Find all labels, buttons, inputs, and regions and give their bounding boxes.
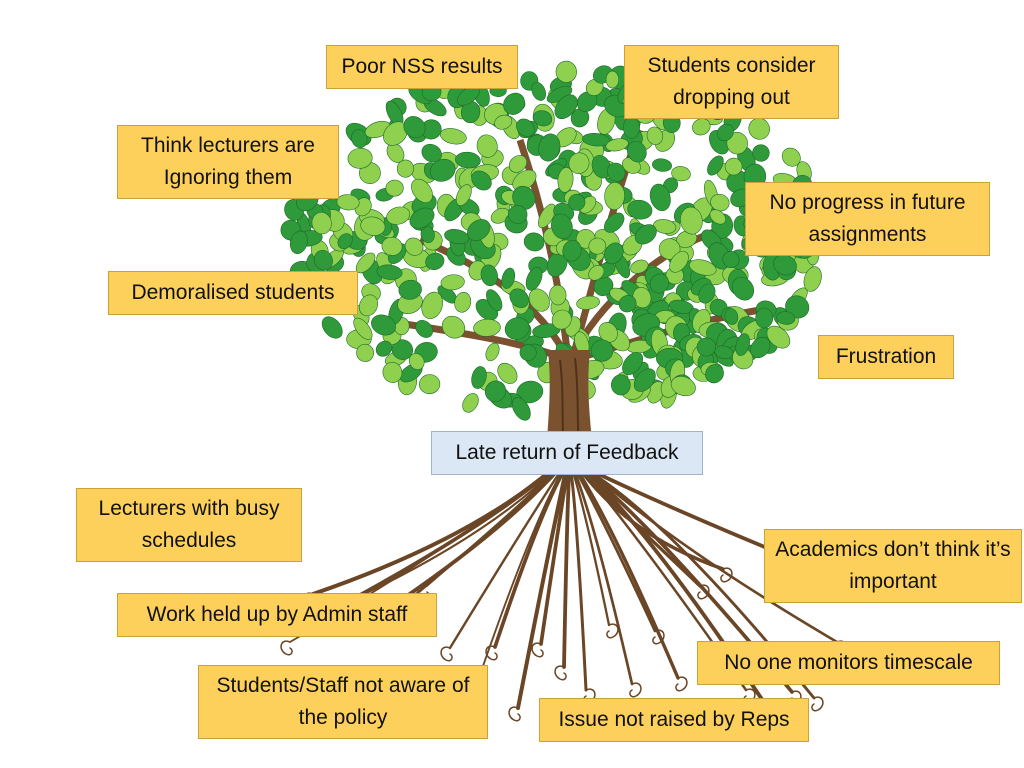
cause-not-aware: Students/Staff not aware of the policy	[198, 665, 488, 739]
cause-reps: Issue not raised by Reps	[539, 698, 809, 742]
cause-not-aware-text: Students/Staff not aware of the policy	[216, 674, 470, 729]
core-problem-text: Late return of Feedback	[455, 441, 679, 464]
effect-frustration-text: Frustration	[835, 345, 937, 368]
cause-reps-text: Issue not raised by Reps	[558, 708, 790, 731]
effect-consider-dropping-text: Students consider dropping out	[647, 54, 816, 109]
core-problem: Late return of Feedback	[431, 431, 703, 475]
effect-ignoring: Think lecturers are Ignoring them	[117, 125, 339, 199]
effect-ignoring-text: Think lecturers are Ignoring them	[141, 134, 315, 189]
cause-admin-text: Work held up by Admin staff	[146, 603, 408, 626]
effect-demoralised: Demoralised students	[108, 271, 358, 315]
effect-consider-dropping: Students consider dropping out	[624, 45, 839, 119]
effect-poor-nss-text: Poor NSS results	[341, 55, 503, 78]
effect-no-progress: No progress in future assignments	[745, 182, 990, 256]
effect-poor-nss: Poor NSS results	[326, 45, 518, 89]
effect-demoralised-text: Demoralised students	[131, 281, 335, 304]
cause-academics-text: Academics don’t think it’s important	[775, 538, 1011, 593]
cause-monitor: No one monitors timescale	[697, 641, 1000, 685]
effect-no-progress-text: No progress in future assignments	[769, 191, 966, 246]
cause-admin: Work held up by Admin staff	[117, 593, 437, 637]
effect-frustration: Frustration	[818, 335, 954, 379]
cause-academics: Academics don’t think it’s important	[764, 529, 1022, 603]
cause-busy-text: Lecturers with busy schedules	[98, 497, 280, 552]
cause-busy: Lecturers with busy schedules	[76, 488, 302, 562]
cause-monitor-text: No one monitors timescale	[724, 651, 973, 674]
